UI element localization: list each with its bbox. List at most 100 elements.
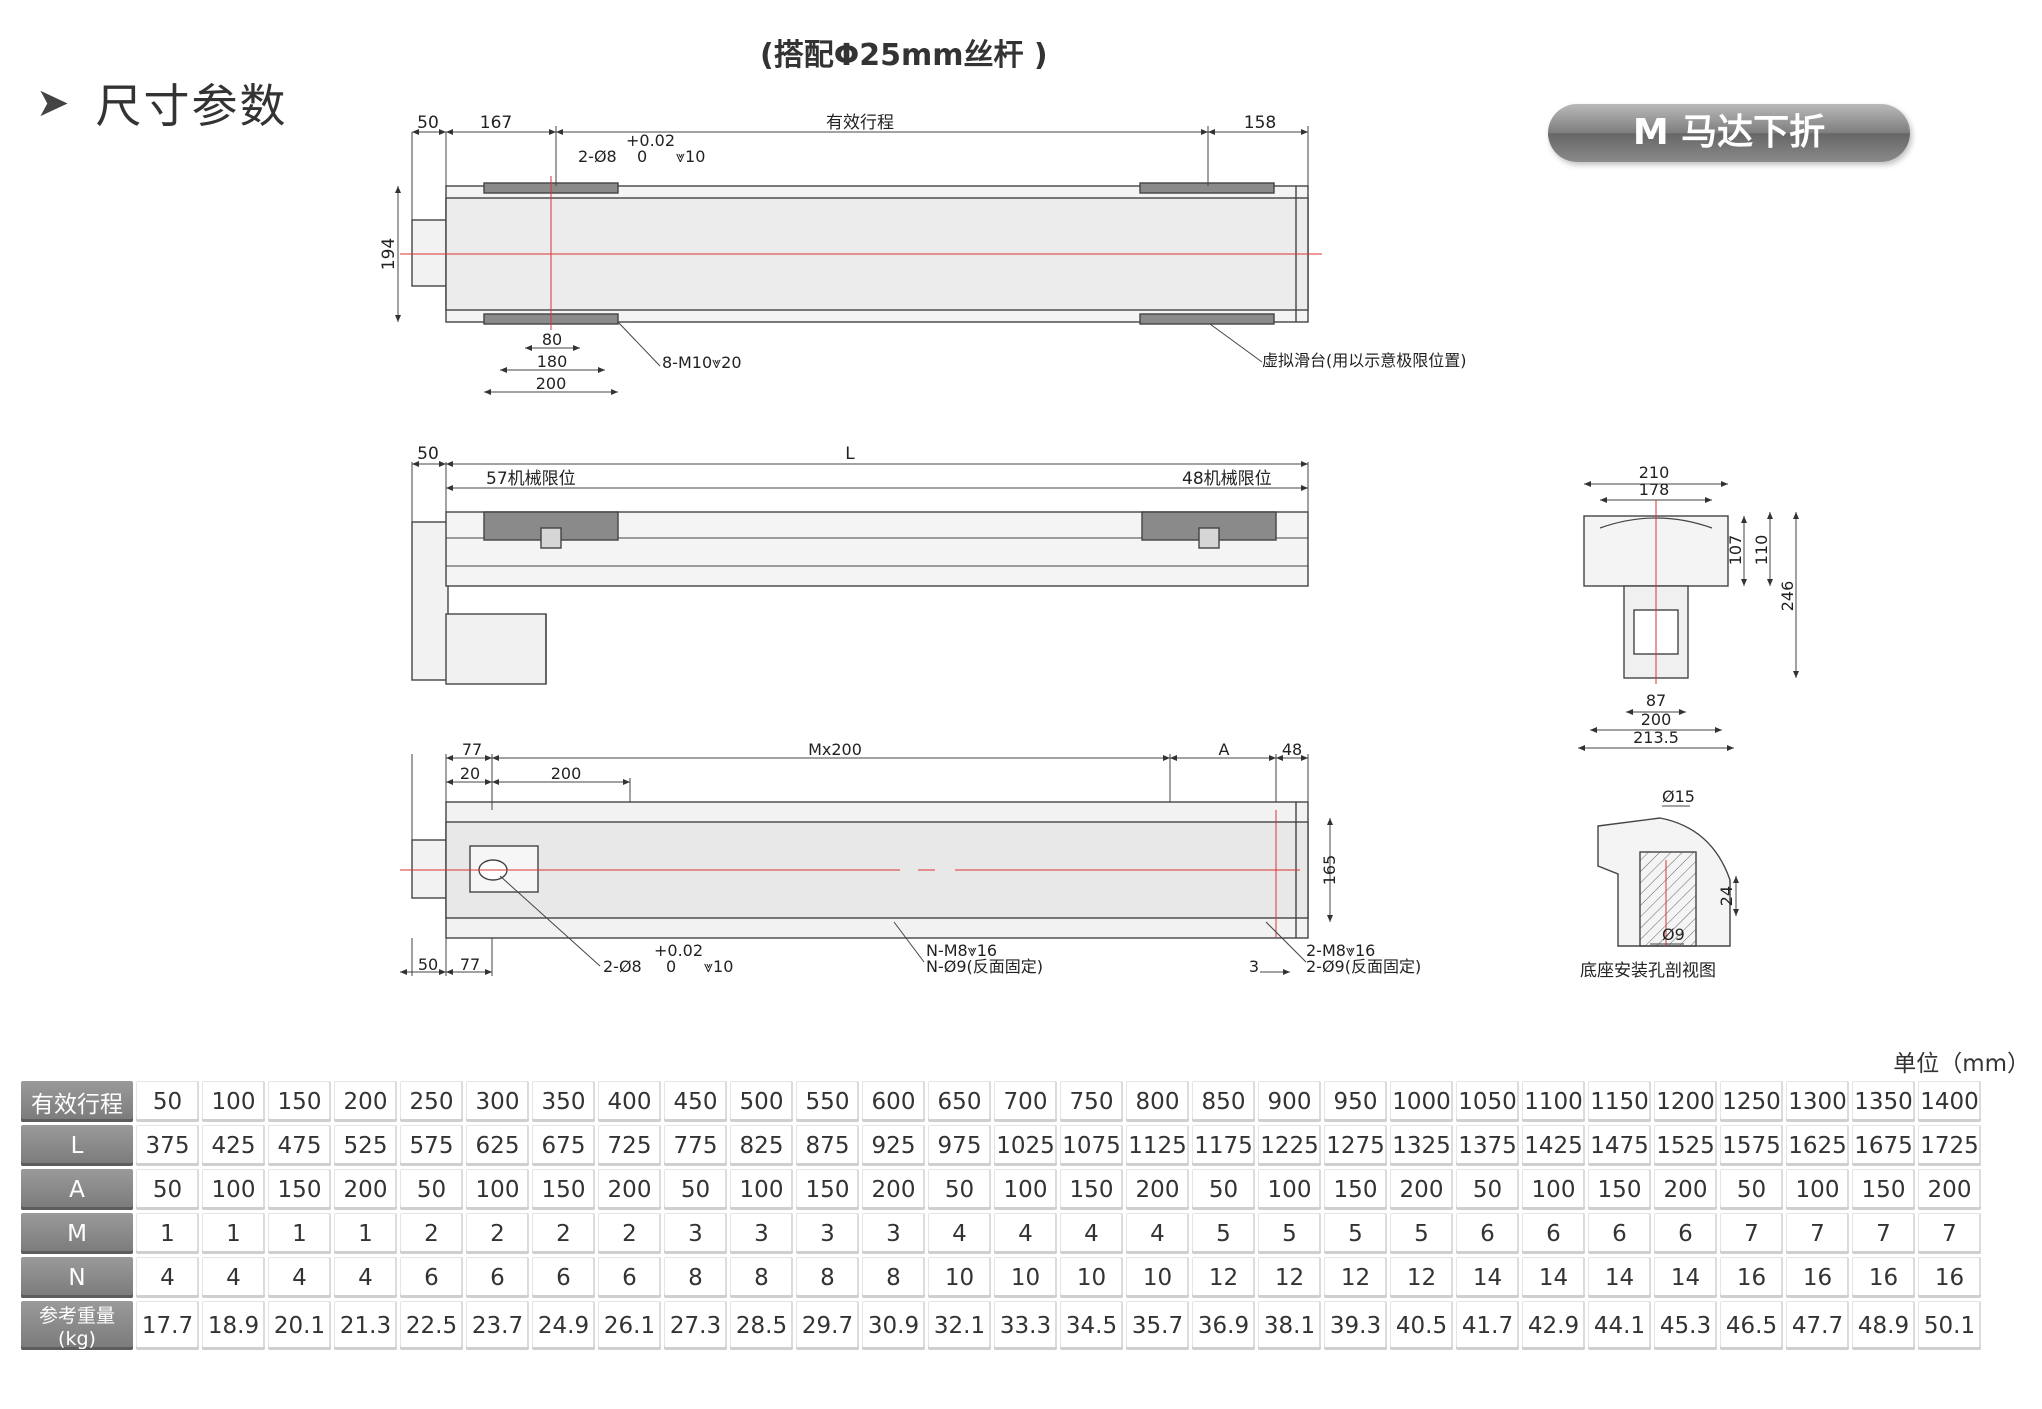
table-cell: 1350 — [1852, 1081, 1915, 1122]
table-cell: 5 — [1390, 1213, 1453, 1254]
table-cell: 41.7 — [1456, 1301, 1519, 1350]
table-cell: 10 — [1060, 1257, 1123, 1298]
table-cell: 12 — [1390, 1257, 1453, 1298]
table-cell: 1025 — [994, 1125, 1057, 1166]
dim-246: 246 — [1778, 581, 1797, 612]
table-cell: 200 — [1126, 1169, 1189, 1210]
hole-depth: ⩔10 — [676, 147, 705, 166]
table-cell: 1 — [202, 1213, 265, 1254]
table-cell: 300 — [466, 1081, 529, 1122]
table-cell: 100 — [1786, 1169, 1849, 1210]
table-cell: 4 — [1126, 1213, 1189, 1254]
table-cell: 150 — [796, 1169, 859, 1210]
table-cell: 12 — [1258, 1257, 1321, 1298]
table-cell: 36.9 — [1192, 1301, 1255, 1350]
table-cell: 18.9 — [202, 1301, 265, 1350]
table-cell: 27.3 — [664, 1301, 727, 1350]
table-cell: 100 — [202, 1081, 265, 1122]
table-cell: 28.5 — [730, 1301, 793, 1350]
table-cell: 3 — [862, 1213, 925, 1254]
dim-213-5: 213.5 — [1633, 728, 1679, 747]
table-cell: 10 — [994, 1257, 1057, 1298]
table-cell: 5 — [1258, 1213, 1321, 1254]
table-cell: 400 — [598, 1081, 661, 1122]
table-cell: 50 — [1456, 1169, 1519, 1210]
dim-178: 178 — [1639, 480, 1670, 499]
table-cell: 50 — [136, 1169, 199, 1210]
table-cell: 200 — [334, 1081, 397, 1122]
row-label: M — [21, 1213, 133, 1254]
table-cell: 45.3 — [1654, 1301, 1717, 1350]
table-cell: 42.9 — [1522, 1301, 1585, 1350]
tolerance-plus-bottom: +0.02 — [654, 941, 703, 960]
table-cell: 1050 — [1456, 1081, 1519, 1122]
table-cell: 100 — [1522, 1169, 1585, 1210]
table-cell: 14 — [1588, 1257, 1651, 1298]
table-cell: 1225 — [1258, 1125, 1321, 1166]
dim-80: 80 — [542, 330, 562, 349]
table-cell: 1100 — [1522, 1081, 1585, 1122]
table-cell: 7 — [1720, 1213, 1783, 1254]
dim-210: 210 — [1639, 463, 1670, 482]
dim-stroke: 有效行程 — [826, 113, 894, 133]
table-cell: 725 — [598, 1125, 661, 1166]
row-label: L — [21, 1125, 133, 1166]
dim-d15: Ø15 — [1662, 787, 1695, 806]
table-cell: 38.1 — [1258, 1301, 1321, 1350]
table-cell: 1 — [268, 1213, 331, 1254]
table-cell: 6 — [598, 1257, 661, 1298]
table-cell: 50 — [664, 1169, 727, 1210]
table-cell: 6 — [1654, 1213, 1717, 1254]
dim-87: 87 — [1646, 691, 1666, 710]
table-cell: 150 — [1324, 1169, 1387, 1210]
table-cell: 200 — [598, 1169, 661, 1210]
table-cell: 1475 — [1588, 1125, 1651, 1166]
dim-158: 158 — [1244, 113, 1276, 133]
table-cell: 100 — [1258, 1169, 1321, 1210]
dim-167: 167 — [480, 113, 512, 133]
table-cell: 975 — [928, 1125, 991, 1166]
table-cell: 22.5 — [400, 1301, 463, 1350]
table-cell: 200 — [862, 1169, 925, 1210]
table-cell: 14 — [1522, 1257, 1585, 1298]
table-cell: 21.3 — [334, 1301, 397, 1350]
row-label: A — [21, 1169, 133, 1210]
table-cell: 825 — [730, 1125, 793, 1166]
table-cell: 3 — [796, 1213, 859, 1254]
table-cell: 46.5 — [1720, 1301, 1783, 1350]
table-cell: 1200 — [1654, 1081, 1717, 1122]
limit-48: 48机械限位 — [1182, 469, 1272, 489]
table-cell: 1400 — [1918, 1081, 1981, 1122]
table-cell: 100 — [466, 1169, 529, 1210]
table-cell: 575 — [400, 1125, 463, 1166]
table-cell: 625 — [466, 1125, 529, 1166]
table-cell: 200 — [1918, 1169, 1981, 1210]
table-cell: 150 — [1588, 1169, 1651, 1210]
technical-drawing: 50 167 有效行程 158 +0.02 2-Ø8 0 ⩔10 194 80 … — [379, 113, 1799, 981]
table-cell: 850 — [1192, 1081, 1255, 1122]
table-cell: 150 — [268, 1081, 331, 1122]
dim-200-end: 200 — [1641, 710, 1672, 729]
dim-107: 107 — [1726, 535, 1745, 566]
dim-50-bottom: 50 — [418, 955, 438, 974]
section-view — [1597, 805, 1739, 947]
dim-A: A — [1219, 740, 1230, 759]
table-cell: 150 — [532, 1169, 595, 1210]
dim-24: 24 — [1717, 886, 1736, 906]
virtual-slide-note: 虚拟滑台(用以示意极限位置) — [1262, 351, 1467, 370]
arrow-right-icon: ➤ — [36, 80, 70, 126]
table-cell: 1 — [334, 1213, 397, 1254]
table-cell: 7 — [1918, 1213, 1981, 1254]
section-title: 尺寸参数 — [95, 79, 288, 133]
table-cell: 1 — [136, 1213, 199, 1254]
table-cell: 4 — [334, 1257, 397, 1298]
table-cell: 16 — [1786, 1257, 1849, 1298]
dim-L: L — [845, 444, 855, 464]
table-cell: 1000 — [1390, 1081, 1453, 1122]
dim-200: 200 — [536, 374, 567, 393]
drawing-subtitle: (搭配Φ25mm丝杆 ) — [760, 38, 1048, 73]
limit-57: 57机械限位 — [486, 469, 576, 489]
